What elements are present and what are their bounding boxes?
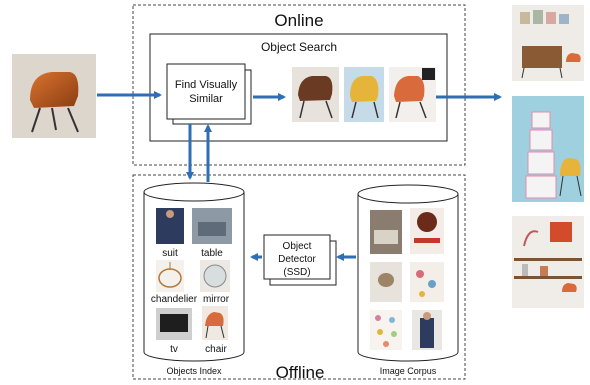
find-visually-similar-node [166,63,246,120]
index-item-mirror: mirror [200,260,230,305]
offline-section [132,174,466,380]
offline-title: Offline [276,363,325,382]
flow-arrows [97,91,502,261]
index-item-suit: suit [156,208,184,259]
result-chair-orange [389,67,436,122]
index-item-label: chair [205,344,227,355]
query-chair-image [12,54,96,138]
online-section [132,4,466,166]
find-similar-label-line1: Find Visually [175,79,238,91]
room-image-2 [512,96,584,202]
index-item-tv: tv [156,308,192,355]
object-search-title: Object Search [261,40,337,54]
room-image-3 [512,216,584,308]
room-image-1 [512,5,584,81]
corpus-thumbnails [370,208,444,350]
detector-label-line3: (SSD) [283,267,310,278]
image-corpus-caption: Image Corpus [380,366,437,376]
object-detector-node [263,234,331,280]
index-item-label: tv [170,344,178,355]
objects-index-caption: Objects Index [166,366,222,376]
detector-label-line1: Object [283,241,312,252]
index-item-label: chandelier [151,294,198,305]
detector-label-line2: Detector [278,254,316,265]
index-item-chandelier: chandelier [151,260,198,305]
index-item-table: table [192,208,232,259]
index-item-label: suit [162,248,178,259]
find-similar-label-line2: Similar [189,93,223,105]
result-chair-brown [292,67,339,122]
index-item-label: mirror [203,294,230,305]
online-title: Online [274,11,323,30]
result-chair-yellow [344,67,384,122]
index-item-chair: chair [202,306,228,355]
index-item-label: table [201,248,223,259]
